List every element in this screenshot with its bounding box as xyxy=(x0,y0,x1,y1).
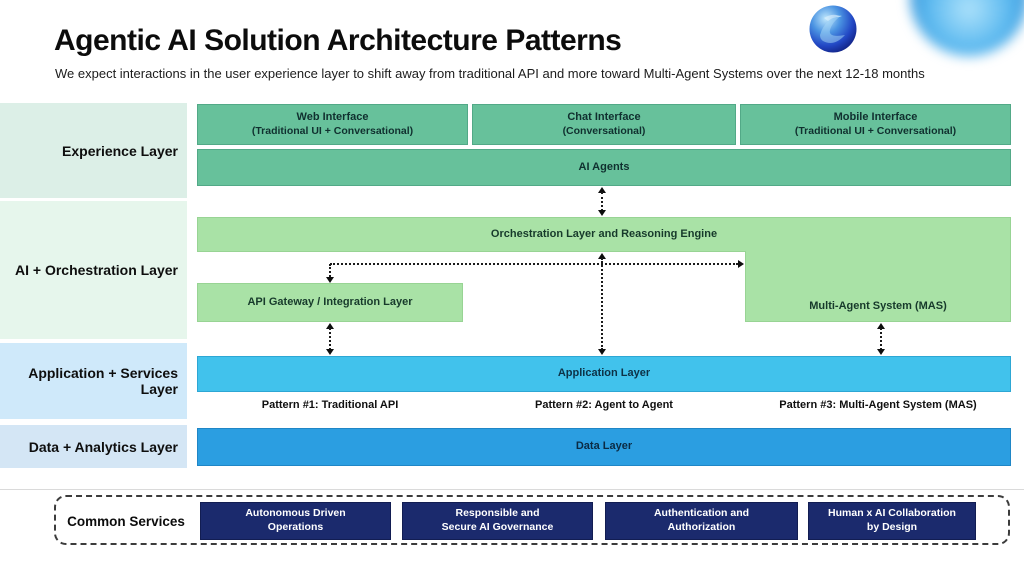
box-api-gateway: API Gateway / Integration Layer xyxy=(197,283,463,322)
arrowhead-up-icon xyxy=(598,187,606,193)
arrowhead-up-icon xyxy=(326,323,334,329)
service-line: Human x AI Collaboration xyxy=(828,507,956,520)
layer-label-application-services: Application + Services Layer xyxy=(0,343,187,419)
layer-label-text: Application + Services Layer xyxy=(28,365,178,397)
connector-agents-orchestration xyxy=(601,192,603,211)
service-line: Autonomous Driven xyxy=(245,507,346,520)
service-box-responsible-governance: Responsible and Secure AI Governance xyxy=(402,502,593,540)
layer-label-data-analytics: Data + Analytics Layer xyxy=(0,425,187,468)
service-line: Authorization xyxy=(667,521,736,533)
arrowhead-right-icon xyxy=(738,260,744,268)
common-services-label-text: Common Services xyxy=(67,513,185,529)
service-line: Secure AI Governance xyxy=(441,521,554,533)
layer-label-text: Data + Analytics Layer xyxy=(28,438,178,455)
arrowhead-down-icon xyxy=(326,277,334,283)
page-title: Agentic AI Solution Architecture Pattern… xyxy=(54,24,622,57)
box-ai-agents: AI Agents xyxy=(197,149,1011,186)
connector-orchestration-application xyxy=(601,258,603,350)
pattern-3-label: Pattern #3: Multi-Agent System (MAS) xyxy=(779,399,977,411)
service-line: Operations xyxy=(267,521,324,533)
box-subtitle: (Conversational) xyxy=(562,124,646,137)
box-subtitle: (Traditional UI + Conversational) xyxy=(794,124,957,137)
service-box-human-ai-collaboration: Human x AI Collaboration by Design xyxy=(808,502,976,540)
connector-mas-application xyxy=(880,328,882,350)
layer-label-experience: Experience Layer xyxy=(0,103,187,198)
box-subtitle: (Traditional UI + Conversational) xyxy=(251,124,414,137)
box-multi-agent-system: Multi-Agent System (MAS) xyxy=(745,251,1011,322)
service-line: Responsible and xyxy=(455,507,540,520)
box-title: Web Interface xyxy=(296,111,369,124)
box-title: Mobile Interface xyxy=(833,111,918,124)
arrowhead-down-icon xyxy=(598,349,606,355)
box-title: API Gateway / Integration Layer xyxy=(247,295,413,308)
pattern-2-label: Pattern #2: Agent to Agent xyxy=(535,399,673,411)
common-services-container xyxy=(54,495,1010,545)
box-application-layer: Application Layer xyxy=(197,356,1011,392)
swirl-sphere-logo-icon xyxy=(808,4,858,54)
service-line: by Design xyxy=(866,521,918,533)
arrowhead-down-icon xyxy=(877,349,885,355)
connector-gateway-application xyxy=(329,328,331,350)
box-title: Chat Interface xyxy=(567,111,641,124)
layer-label-text: AI + Orchestration Layer xyxy=(14,262,178,278)
box-chat-interface: Chat Interface (Conversational) xyxy=(472,104,736,145)
box-title: Data Layer xyxy=(575,440,633,453)
arrowhead-up-icon xyxy=(877,323,885,329)
box-title: Orchestration Layer and Reasoning Engine xyxy=(490,227,718,240)
arrowhead-down-icon xyxy=(598,210,606,216)
connector-branch-api-gateway xyxy=(329,264,331,277)
box-mobile-interface: Mobile Interface (Traditional UI + Conve… xyxy=(740,104,1011,145)
box-title: Application Layer xyxy=(557,367,651,380)
box-title: AI Agents xyxy=(578,160,630,173)
connector-branch-horizontal xyxy=(330,263,738,265)
page-subtitle: We expect interactions in the user exper… xyxy=(55,66,925,81)
layer-label-text: Experience Layer xyxy=(62,142,178,159)
arrowhead-down-icon xyxy=(326,349,334,355)
pattern-1-label: Pattern #1: Traditional API xyxy=(261,399,399,411)
service-box-autonomous-operations: Autonomous Driven Operations xyxy=(200,502,391,540)
service-line: Authentication and xyxy=(653,507,750,520)
box-web-interface: Web Interface (Traditional UI + Conversa… xyxy=(197,104,468,145)
divider-line xyxy=(0,489,1024,490)
blurred-blue-orb-icon xyxy=(910,0,1024,56)
layer-label-ai-orchestration: AI + Orchestration Layer xyxy=(0,201,187,339)
box-title: Multi-Agent System (MAS) xyxy=(809,300,947,313)
box-data-layer: Data Layer xyxy=(197,428,1011,466)
box-orchestration-engine: Orchestration Layer and Reasoning Engine xyxy=(197,217,1011,252)
common-services-label: Common Services xyxy=(60,502,192,540)
arrowhead-up-icon xyxy=(598,253,606,259)
service-box-authentication: Authentication and Authorization xyxy=(605,502,798,540)
